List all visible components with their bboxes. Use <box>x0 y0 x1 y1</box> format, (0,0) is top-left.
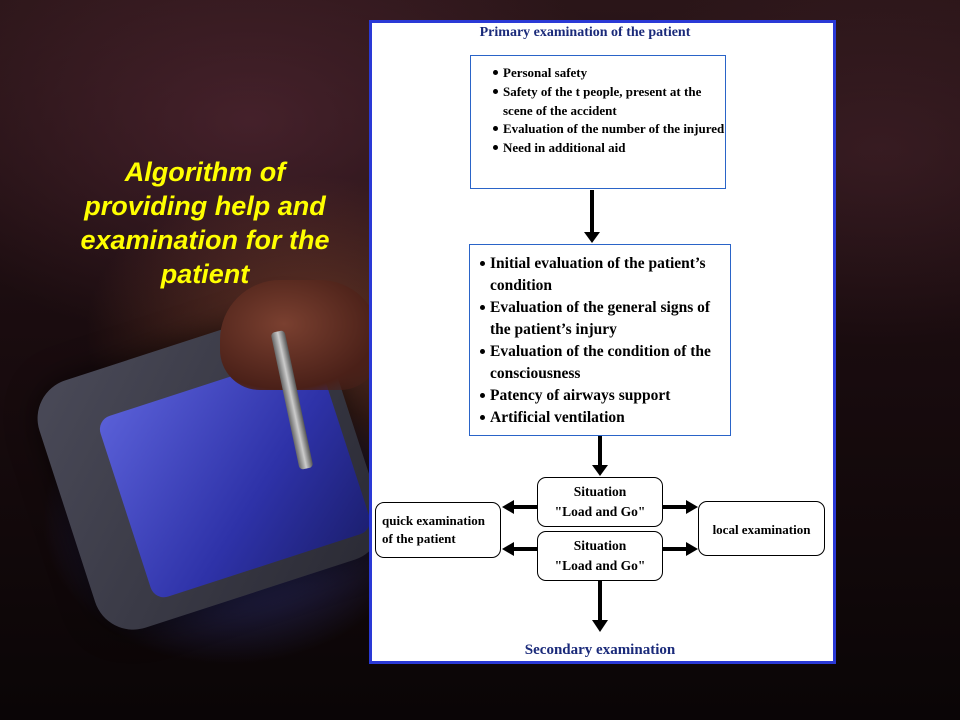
evaluation-item: Evaluation of the condition of the consc… <box>480 341 730 385</box>
quick-examination-box: quick examination of the patient <box>375 502 501 558</box>
arrow-down-1 <box>584 190 600 243</box>
arrow-right-2 <box>663 542 698 556</box>
secondary-examination-heading: Secondary examination <box>524 642 676 658</box>
situation-box-bottom: Situation "Load and Go" <box>537 531 663 581</box>
arrow-left-2 <box>502 542 537 556</box>
evaluation-item: Initial evaluation of the patient’s cond… <box>480 253 730 297</box>
load-and-go-label: "Load and Go" <box>554 558 646 573</box>
local-examination-box: local examination <box>698 501 825 556</box>
quick-examination-label: quick examination <box>382 513 485 528</box>
evaluation-item: Artificial ventilation <box>480 407 730 429</box>
safety-item: Need in additional aid <box>493 139 725 158</box>
primary-examination-heading: Primary examination of the patient <box>479 25 691 40</box>
of-the-patient-label: of the patient <box>382 531 456 546</box>
initial-evaluation-list: Initial evaluation of the patient’s cond… <box>480 253 730 429</box>
evaluation-item: Patency of airways support <box>480 385 730 407</box>
safety-item: Personal safety <box>493 64 725 83</box>
safety-box: Personal safety Safety of the t people, … <box>470 55 726 189</box>
arrow-right-1 <box>663 500 698 514</box>
arrow-left-1 <box>502 500 537 514</box>
safety-list: Personal safety Safety of the t people, … <box>493 64 725 158</box>
local-examination-label: local examination <box>712 522 811 537</box>
safety-item: Evaluation of the number of the injured <box>493 120 725 139</box>
load-and-go-label: "Load and Go" <box>554 504 646 519</box>
background-hand <box>220 280 380 390</box>
situation-label: Situation <box>573 538 627 553</box>
situation-label: Situation <box>573 484 627 499</box>
safety-item: Safety of the t people, present at the s… <box>493 83 725 121</box>
situation-box-top: Situation "Load and Go" <box>537 477 663 527</box>
initial-evaluation-box: Initial evaluation of the patient’s cond… <box>469 244 731 436</box>
arrow-down-2 <box>592 436 608 476</box>
arrow-down-3 <box>592 581 608 632</box>
evaluation-item: Evaluation of the general signs of the p… <box>480 297 730 341</box>
slide-title: Algorithm of providing help and examinat… <box>80 157 330 289</box>
